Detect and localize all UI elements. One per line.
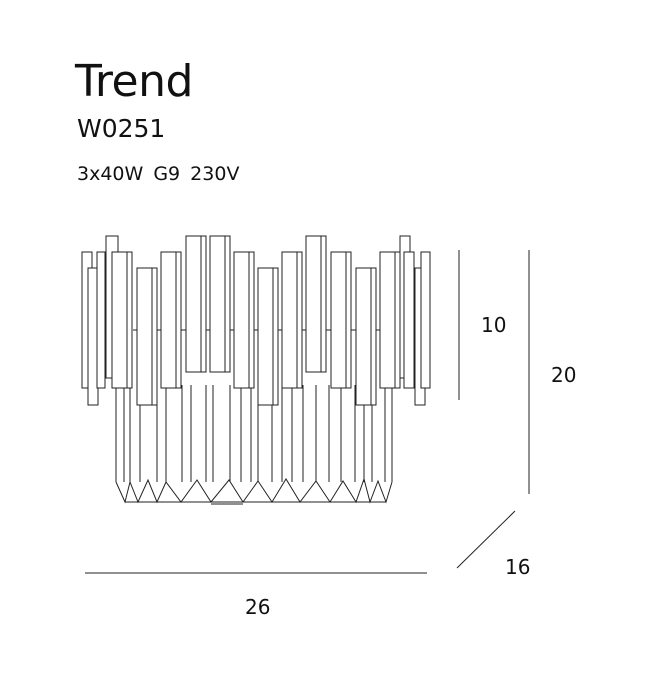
dimension-upper-height: 10	[481, 313, 507, 337]
dimension-width: 26	[245, 595, 271, 619]
product-code: W0251	[77, 114, 166, 143]
main-crystal	[160, 251, 182, 389]
main-crystal	[355, 267, 377, 406]
dimension-total-height: 20	[551, 363, 577, 387]
main-crystal	[233, 251, 255, 389]
main-crystal	[185, 235, 207, 373]
main-crystal	[136, 267, 158, 406]
main-crystal	[305, 235, 327, 373]
crystal-tips	[115, 477, 393, 504]
main-crystal	[281, 251, 303, 389]
side-crystal	[96, 251, 106, 389]
side-crystal	[403, 251, 415, 389]
main-crystal	[330, 251, 352, 389]
product-name: Trend	[75, 56, 193, 107]
lamp-outline	[81, 235, 431, 505]
main-crystal	[379, 251, 401, 389]
main-crystal	[257, 267, 279, 406]
main-crystal	[209, 235, 231, 373]
dimension-line-depth	[456, 510, 516, 569]
product-specs: 3x40W G9 230V	[77, 163, 240, 185]
main-crystal	[111, 251, 133, 389]
dimension-depth: 16	[505, 555, 531, 579]
side-crystal	[420, 251, 431, 389]
